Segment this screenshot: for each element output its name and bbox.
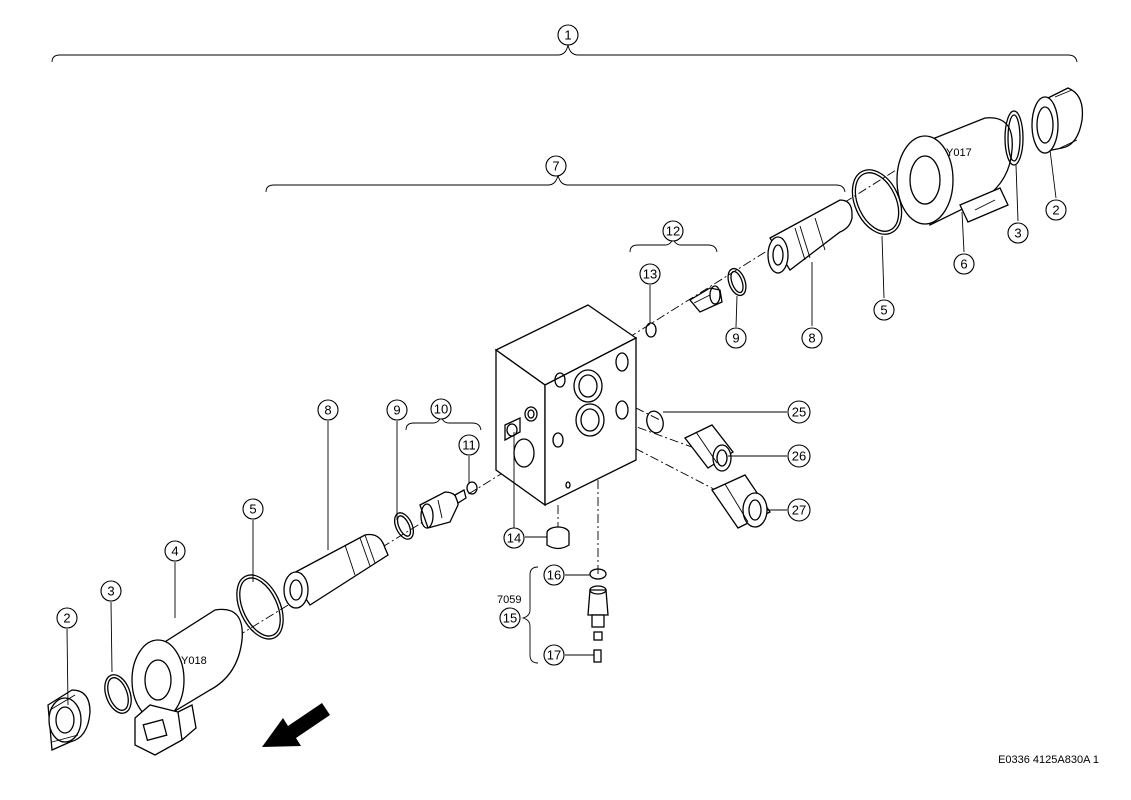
o-ring-3-left: [104, 674, 132, 714]
callout-5-right: 5: [873, 299, 895, 321]
svg-text:5: 5: [249, 502, 256, 517]
plug-14: [546, 526, 570, 550]
callout-26: 26: [787, 444, 811, 468]
valve-insert-10: [419, 489, 467, 529]
o-ring-16: [589, 568, 607, 580]
fitting-27: [711, 474, 771, 529]
svg-text:2: 2: [63, 611, 70, 626]
callout-2-right: 2: [1045, 199, 1067, 221]
svg-text:14: 14: [507, 531, 521, 546]
callout-3-left: 3: [100, 580, 122, 602]
o-ring-5-left-inner: [239, 577, 281, 637]
o-ring-3-right: [1004, 110, 1024, 166]
o-ring-13: [645, 322, 657, 338]
o-ring-25: [646, 410, 664, 434]
callout-13: 13: [639, 263, 661, 285]
callout-9-right: 9: [725, 327, 747, 349]
svg-text:12: 12: [666, 224, 680, 239]
callout-2-left: 2: [56, 607, 78, 629]
svg-text:3: 3: [107, 584, 114, 599]
valve-cartridge-8-right: [767, 199, 853, 274]
o-ring-3-right-inner: [1007, 114, 1021, 162]
filter-17: [593, 631, 603, 663]
svg-text:13: 13: [643, 267, 657, 282]
svg-text:26: 26: [792, 449, 806, 464]
svg-text:6: 6: [960, 257, 967, 272]
direction-arrow: [262, 703, 330, 747]
svg-text:3: 3: [1014, 226, 1021, 241]
nut-2-right: [1031, 87, 1084, 154]
svg-text:9: 9: [393, 403, 400, 418]
callout-8-left: 8: [317, 399, 339, 421]
fitting-15: [587, 585, 609, 628]
o-ring-9-left-inner: [396, 515, 412, 537]
svg-text:17: 17: [547, 648, 561, 663]
callout-3-right: 3: [1007, 222, 1029, 244]
svg-text:2: 2: [1052, 203, 1059, 218]
o-ring-9-right-inner: [730, 270, 744, 294]
callout-1: 1: [557, 24, 579, 46]
svg-text:7: 7: [552, 159, 559, 174]
svg-text:11: 11: [462, 438, 476, 453]
o-ring-11: [466, 481, 478, 495]
axis-line-port-27: [589, 424, 736, 501]
coil-label-y017: Y017: [946, 147, 972, 159]
callout-25: 25: [787, 400, 811, 424]
callout-6: 6: [953, 253, 975, 275]
o-ring-5-right: [851, 169, 903, 235]
svg-text:25: 25: [792, 405, 806, 420]
solenoid-coil-y018: [131, 608, 243, 756]
drawing-reference: E0336 4125A830A 1: [998, 754, 1099, 766]
coil-label-y018: Y018: [181, 655, 207, 667]
valve-block: [494, 304, 638, 507]
callout-8-right: 8: [801, 327, 823, 349]
callout-11: 11: [458, 434, 480, 456]
callout-9-left: 9: [386, 399, 408, 421]
callout-14: 14: [503, 527, 525, 549]
callout-16: 16: [543, 564, 565, 586]
svg-text:15: 15: [503, 611, 517, 626]
svg-text:1: 1: [564, 28, 571, 43]
svg-text:4: 4: [171, 544, 178, 559]
kit-number-label: 7059: [497, 594, 521, 606]
valve-cartridge-8-left: [283, 533, 389, 609]
svg-text:8: 8: [808, 331, 815, 346]
o-ring-5-left: [236, 574, 284, 640]
o-ring-5-right-inner: [854, 172, 900, 232]
callout-7: 7: [545, 155, 567, 177]
callout-5-left: 5: [242, 498, 264, 520]
callout-10: 10: [430, 398, 452, 420]
svg-text:10: 10: [434, 402, 448, 417]
assembly-bracket-15: [521, 566, 539, 664]
solenoid-coil-y017: [896, 117, 1013, 227]
nut-2-left: [47, 689, 91, 751]
callout-12: 12: [662, 220, 684, 242]
fitting-26: [683, 424, 734, 472]
assembly-bracket-7: [265, 174, 846, 193]
svg-text:5: 5: [880, 303, 887, 318]
callout-4: 4: [164, 540, 186, 562]
svg-text:16: 16: [547, 568, 561, 583]
o-ring-9-left: [393, 512, 415, 540]
valve-insert-12: [689, 285, 723, 313]
assembly-bracket-1: [51, 44, 1078, 63]
svg-text:9: 9: [732, 331, 739, 346]
leader-lines: [66, 149, 1057, 706]
o-ring-3-left-inner: [107, 677, 129, 711]
callout-27: 27: [787, 498, 811, 522]
callout-17: 17: [543, 644, 565, 666]
svg-text:27: 27: [792, 503, 806, 518]
o-ring-9-right: [727, 267, 747, 297]
svg-text:8: 8: [324, 403, 331, 418]
callout-15: 15: [499, 607, 521, 629]
